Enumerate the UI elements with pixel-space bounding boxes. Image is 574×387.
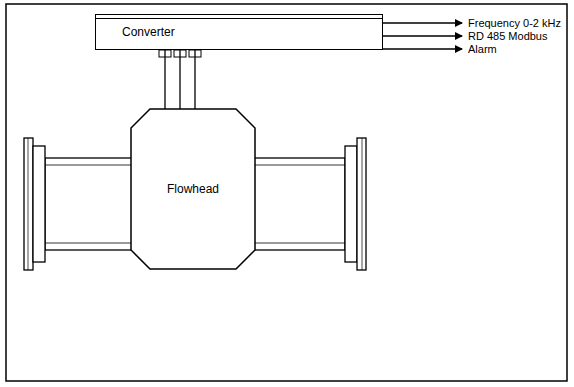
flowhead-body: Flowhead (130, 108, 256, 270)
output-arrow (383, 22, 462, 23)
converter-box: Converter (95, 14, 383, 50)
frame (6, 4, 567, 381)
flange (24, 138, 33, 270)
signal-name: RD 485 Modbus (467, 30, 549, 43)
flange (345, 146, 357, 262)
output-arrow (383, 48, 462, 49)
signal-name: Alarm (467, 43, 498, 56)
output-arrow (383, 35, 462, 36)
flange (33, 146, 45, 262)
flange-line (362, 138, 363, 270)
cable-wire (179, 50, 180, 109)
cable-wire (164, 50, 165, 109)
signal-name: Frequency 0-2 kHz (467, 17, 562, 30)
node-label: Flowhead (167, 182, 219, 196)
node-label: Converter (122, 25, 175, 39)
flange-line (28, 138, 29, 270)
cable-wire (194, 50, 195, 109)
flange (357, 138, 366, 270)
